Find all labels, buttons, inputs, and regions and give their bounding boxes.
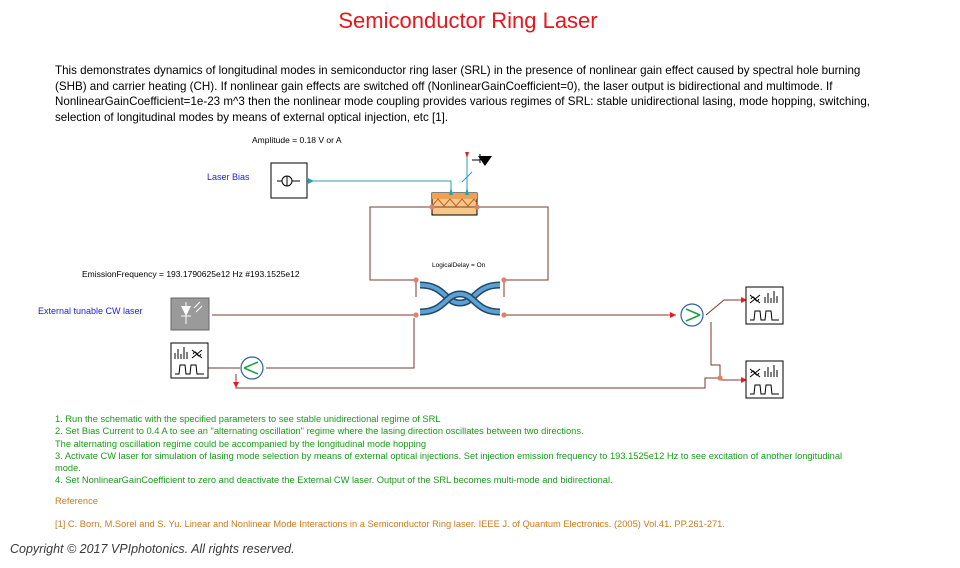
page-title: Semiconductor Ring Laser bbox=[338, 8, 598, 33]
ground-icon bbox=[461, 152, 492, 192]
logical-delay-label: LogicalDelay = On bbox=[432, 262, 486, 269]
external-laser-label: External tunable CW laser bbox=[38, 306, 143, 316]
electrical-wire bbox=[307, 180, 452, 193]
note-item: 1. Run the schematic with the specified … bbox=[55, 414, 441, 424]
splitter-icon[interactable] bbox=[240, 356, 264, 380]
emission-frequency-label: EmissionFrequency = 193.1790625e12 Hz #1… bbox=[82, 269, 300, 279]
note-item: The alternating oscillation regime could… bbox=[55, 438, 427, 449]
note-item: 3. Activate CW laser for simulation of l… bbox=[55, 450, 843, 474]
optical-analyzer-icon[interactable] bbox=[745, 286, 784, 325]
optical-analyzer-icon[interactable] bbox=[170, 342, 209, 379]
splitter-icon[interactable] bbox=[680, 303, 704, 327]
optical-wires bbox=[208, 206, 746, 389]
laser-bias-label: Laser Bias bbox=[207, 172, 250, 182]
direction-arrows bbox=[200, 297, 747, 388]
copyright-text: Copyright © 2017 VPIphotonics. All right… bbox=[10, 542, 295, 556]
x-coupler-icon[interactable] bbox=[419, 281, 501, 316]
note-item: 2. Set Bias Current to 0.4 A to see an "… bbox=[55, 426, 584, 437]
reference-item: [1] C. Born, M.Sorel and S. Yu. Linear a… bbox=[55, 519, 725, 529]
amplitude-label: Amplitude = 0.18 V or A bbox=[252, 135, 342, 145]
note-item: 4. Set NonlinearGainCoefficient to zero … bbox=[55, 475, 613, 486]
optical-analyzer-icon[interactable] bbox=[745, 360, 784, 399]
description-text: This demonstrates dynamics of longitudin… bbox=[55, 64, 871, 124]
instructions-notes: 1. Run the schematic with the specified … bbox=[55, 413, 855, 487]
dc-source-icon[interactable] bbox=[270, 162, 314, 199]
reference-heading: Reference bbox=[55, 496, 98, 506]
cw-laser-icon[interactable] bbox=[170, 297, 210, 331]
port-dots bbox=[413, 204, 723, 381]
soa-amplifier-icon[interactable] bbox=[431, 187, 478, 216]
